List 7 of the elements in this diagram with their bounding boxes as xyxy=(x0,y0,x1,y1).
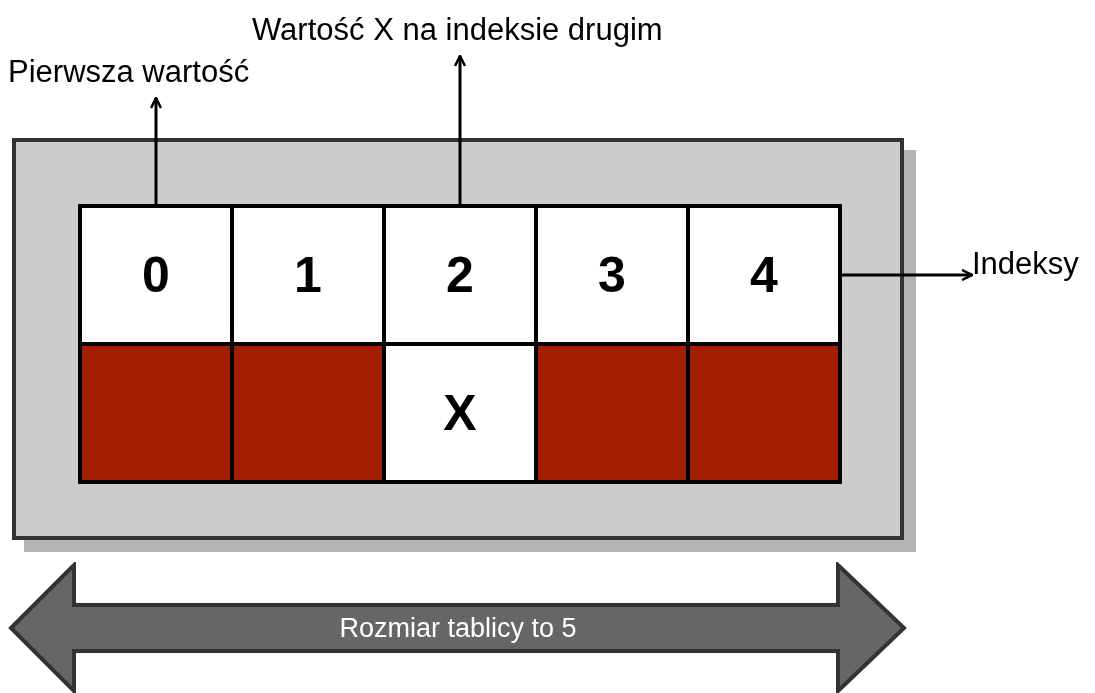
arrow xyxy=(149,96,163,204)
arrow xyxy=(453,54,467,204)
arrow xyxy=(842,268,974,282)
callout-text: Wartość X na indeksie drugim xyxy=(252,12,752,50)
callout-text: Pierwsza wartość xyxy=(8,54,308,92)
double-arrow: Rozmiar tablicy to 5 xyxy=(8,562,908,693)
callout-text: Indeksy xyxy=(972,246,1092,284)
